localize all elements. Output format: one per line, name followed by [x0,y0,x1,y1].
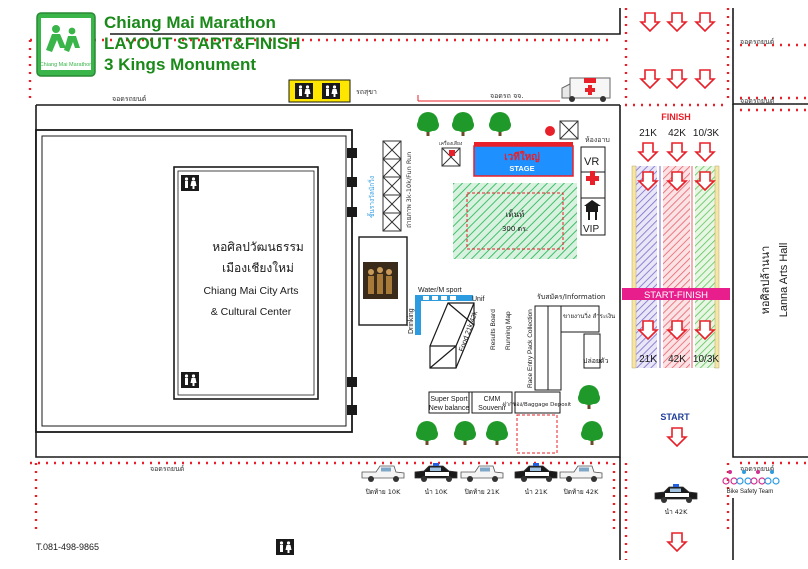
bike-team-icon [722,470,780,485]
vip-label: VIP [583,224,599,235]
tree-icon [486,421,508,445]
parking-jj: จอดรถ จจ. [490,92,524,100]
baggage-queue [516,414,558,454]
parking-top-left: จอดรถยนต์ [112,95,147,103]
bike-team-label: Bike Safety Team [727,489,774,495]
museum-en-1: Chiang Mai City Arts [203,285,298,297]
lead-42-caption: นำ 42K [665,508,688,516]
fun-run-label: ถ่ายภาพ 3k-10k/Fun Run [405,152,413,228]
vehicle-caption-1: ปิดท้าย 10K [365,488,401,496]
pickup-icon [559,465,603,483]
museum-thai-1: หอศิลปวัฒนธรรม [212,240,304,254]
tent-size: 300 ตร. [502,225,528,233]
title-line-1: Chiang Mai Marathon [104,13,276,32]
stage [473,142,574,177]
race-pack-area [534,305,600,391]
dist-42-top: 42K [668,128,686,139]
police-car-icon [414,462,458,483]
souvenir-label: Souvenir [478,405,506,412]
super-sport-label: Super Sport [430,396,467,403]
vehicle-convoy [361,462,698,504]
vr-label: VR [584,156,599,168]
first-aid-box [559,120,579,140]
vehicle-caption-5: ปิดท้าย 42K [563,488,599,496]
police-car-icon [654,483,698,504]
logo-text: Chiang Mai Marathon [40,62,93,68]
registration-label: รับสมัคร/Information [537,293,605,301]
pickup-icon [460,465,504,483]
hall-en: Lanna Arts Hall [778,243,790,318]
parking-dotted-lines [28,8,808,560]
water-label: Water/M sport [418,287,462,294]
release-box [583,333,601,369]
release-label: ปล่อยตัว [583,357,609,365]
stage-thai: เวทีใหญ่ [504,150,540,163]
stage-label: STAGE [509,164,534,173]
tree-icon [578,385,600,409]
wc-bottom-icon [276,539,294,555]
vr-vip-area [580,146,606,236]
new-balance-label: New balance [429,405,470,412]
dist-42-bottom: 42K [668,354,686,365]
logo: Chiang Mai Marathon [36,12,96,77]
tent-column [382,140,402,232]
sound-box [441,147,461,167]
ambulance-icon [561,77,611,102]
prize-label: ชั้นรางวัลนักวิ่ง [367,176,376,218]
running-map-label: Running Map [505,311,512,350]
results-label: Results Board [490,309,497,350]
toilet-truck [288,79,351,103]
start-label: START [660,412,690,422]
phone-number: T.081-498-9865 [36,542,99,552]
water-station [415,295,473,335]
dist-10-bottom: 10/3K [693,354,719,365]
baggage-label: ฝากของ/Baggage Deposit [503,401,572,408]
hall-thai: หอศิลปล้านนา [759,246,772,315]
booth-row [428,391,561,414]
tree-icon [417,112,439,136]
museum-en-2: & Cultural Center [211,306,292,318]
title-line-2: LAYOUT START&FINISH [104,34,300,53]
wc-museum-bottom-icon [181,372,199,388]
sound-label: เครื่องเสียง [439,140,463,147]
wc-museum-top-icon [181,175,199,191]
dist-21-top: 21K [639,128,657,139]
finish-label: FINISH [661,112,691,122]
start-finish-line [622,288,730,300]
vehicle-caption-3: ปิดท้าย 21K [464,488,500,496]
drinking-label: Drinking [408,308,415,334]
first-aid-icon [545,126,555,136]
parking-bottom-left: จอดรถยนต์ [150,465,185,473]
tree-icon [452,112,474,136]
dist-10-top: 10/3K [693,128,719,139]
tree-icon [416,421,438,445]
museum-thai-2: เมืองเชียงใหม่ [222,261,294,275]
parking-right-mid: จอดรถยนต์ [740,97,775,105]
parking-bottom-right: จอดรถยนต์ [740,465,775,473]
title-line-3: 3 Kings Monument [104,55,256,74]
cmm-label: CMM [484,396,501,403]
tent-area [453,183,577,259]
pickup-icon [361,465,405,483]
food-area [429,302,475,369]
tree-icon [581,421,603,445]
tree-icon [489,112,511,136]
unif-label: Unif [472,296,485,303]
vehicle-caption-4: นำ 21K [525,488,548,496]
dist-21-bottom: 21K [639,354,657,365]
police-car-icon [514,462,558,483]
box-label: ห้องอาบ [585,136,610,144]
tent-label: เต็นท์ [506,209,525,219]
toilet-truck-label: รถสุขา [356,88,377,96]
race-pack-label: Race Entry Pack Collection [527,309,534,388]
monument [358,236,408,326]
parking-top-right: จอดรถยนต์ [740,38,775,46]
sales-label: ขายงานวิ่ง สำระเงิน [563,312,615,320]
vehicle-caption-2: นำ 10K [425,488,448,496]
start-finish-label: START-FINISH [644,290,708,301]
tree-icon [454,421,476,445]
